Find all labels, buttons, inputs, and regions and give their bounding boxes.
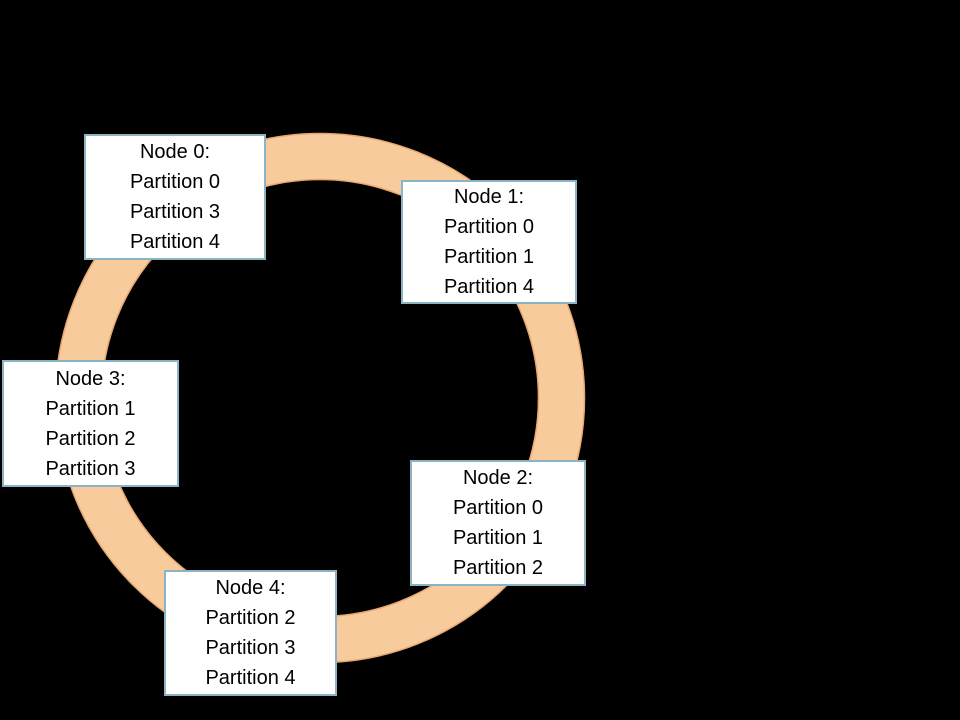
- node-partition: Partition 3: [129, 201, 221, 223]
- node-partition: Partition 1: [452, 527, 544, 549]
- node-partition: Partition 4: [443, 276, 535, 298]
- node-box-4[interactable]: Node 4: Partition 2 Partition 3 Partitio…: [164, 570, 337, 696]
- node-partition: Partition 2: [205, 607, 296, 629]
- node-title: Node 0:: [139, 141, 211, 163]
- node-partition: Partition 4: [205, 667, 296, 689]
- node-partition: Partition 3: [205, 637, 296, 659]
- node-box-1[interactable]: Node 1: Partition 0 Partition 1 Partitio…: [401, 180, 577, 304]
- node-title: Node 1:: [453, 186, 525, 208]
- node-box-2[interactable]: Node 2: Partition 0 Partition 1 Partitio…: [410, 460, 586, 586]
- node-partition: Partition 0: [452, 497, 544, 519]
- node-partition: Partition 0: [129, 171, 221, 193]
- node-box-3[interactable]: Node 3: Partition 1 Partition 2 Partitio…: [2, 360, 179, 487]
- node-partition: Partition 0: [443, 216, 535, 238]
- node-partition: Partition 1: [45, 397, 136, 420]
- node-box-0[interactable]: Node 0: Partition 0 Partition 3 Partitio…: [84, 134, 266, 260]
- node-partition: Partition 1: [443, 246, 535, 268]
- node-partition: Partition 3: [45, 457, 136, 480]
- node-partition: Partition 2: [452, 557, 544, 579]
- node-title: Node 4:: [215, 577, 286, 599]
- node-partition: Partition 4: [129, 231, 221, 253]
- node-title: Node 3:: [55, 367, 126, 390]
- node-partition: Partition 2: [45, 427, 136, 450]
- node-title: Node 2:: [462, 467, 534, 489]
